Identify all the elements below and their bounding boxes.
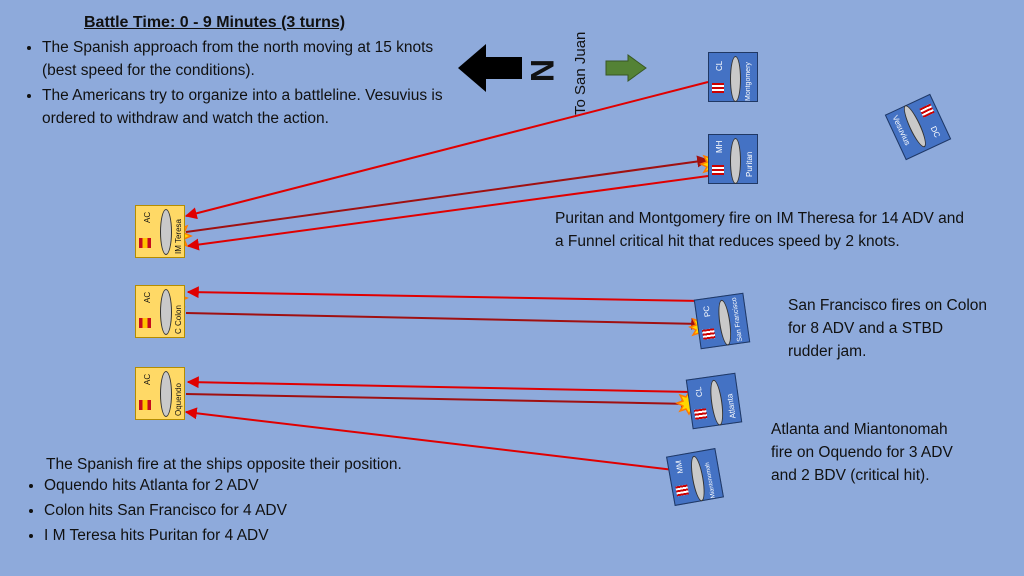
counter-name: Puritan xyxy=(745,151,754,177)
us-flag-icon xyxy=(694,408,708,420)
spanish-fire-item: Oquendo hits Atlanta for 2 ADV xyxy=(44,474,464,497)
counter-type: MM xyxy=(673,459,686,475)
battle-time-title: Battle Time: 0 - 9 Minutes (3 turns) xyxy=(84,14,346,31)
fire-line-puritan-teresa xyxy=(186,175,709,251)
fire-line-sanfrancisco-colon xyxy=(186,286,703,302)
header-bullet: The Spanish approach from the north movi… xyxy=(42,36,452,82)
ship-icon xyxy=(730,56,741,102)
fire-line-oquendo-atlanta xyxy=(185,393,694,410)
san-juan-arrow-icon xyxy=(605,54,647,82)
ship-icon xyxy=(160,209,172,255)
note-atlanta-miantonomah: Atlanta and Miantonomah fire on Oquendo … xyxy=(771,421,953,484)
fire-line-miantonomah-oquendo xyxy=(184,407,675,471)
counter-type: PC xyxy=(701,305,713,318)
counter-name: San Francisco xyxy=(730,296,745,343)
spanish-fire-item: Colon hits San Francisco for 4 ADV xyxy=(44,499,464,522)
counter-type: AC xyxy=(143,291,152,303)
counter-type: CL xyxy=(715,60,724,71)
counter-montgomery[interactable]: CL Montgomery xyxy=(708,52,758,102)
note-san-francisco: San Francisco fires on Colon for 8 ADV a… xyxy=(788,297,988,360)
note-puritan-montgomery: Puritan and Montgomery fire on IM Theres… xyxy=(555,210,964,250)
counter-puritan[interactable]: MH Puritan xyxy=(708,134,758,184)
counter-san-francisco[interactable]: PC San Francisco xyxy=(693,292,751,350)
spanish-fire-item: I M Teresa hits Puritan for 4 ADV xyxy=(44,524,464,547)
counter-type: MH xyxy=(715,140,724,153)
spanish-flag-icon xyxy=(139,238,151,248)
counter-miantonomah[interactable]: MM Miantonomah xyxy=(666,448,724,506)
counter-atlanta[interactable]: CL Atlanta xyxy=(685,372,743,430)
counter-name: Atlanta xyxy=(725,393,738,420)
fire-line-colon-sanfrancisco xyxy=(185,312,704,330)
counter-name: Miantonomah xyxy=(704,461,717,499)
counter-type: DC xyxy=(928,124,942,140)
counter-name: Oquendo xyxy=(174,383,183,416)
counter-name: Montgomery xyxy=(745,62,752,101)
counter-name: C Colon xyxy=(174,305,183,334)
ship-icon xyxy=(730,138,741,184)
us-flag-icon xyxy=(675,484,689,497)
us-flag-icon xyxy=(702,328,716,340)
header-bullet: The Americans try to organize into a bat… xyxy=(42,84,452,130)
north-arrow-icon xyxy=(458,44,522,92)
us-flag-icon xyxy=(712,165,724,175)
counter-c-colon[interactable]: AC C Colon xyxy=(135,285,185,338)
ship-icon xyxy=(716,299,734,347)
spanish-flag-icon xyxy=(139,400,151,410)
spanish-flag-icon xyxy=(139,318,151,328)
fire-line-atlanta-oquendo xyxy=(186,376,693,393)
counter-name: IM Teresa xyxy=(174,219,183,254)
counter-type: CL xyxy=(693,386,705,398)
counter-type: AC xyxy=(143,211,152,223)
us-flag-icon xyxy=(919,103,935,118)
hit-marker-icon xyxy=(159,151,727,416)
spanish-fire-list: Oquendo hits Atlanta for 2 ADV Colon hit… xyxy=(18,474,464,549)
counter-type: AC xyxy=(143,373,152,385)
counter-oquendo[interactable]: AC Oquendo xyxy=(135,367,185,420)
spanish-fire-heading: The Spanish fire at the ships opposite t… xyxy=(46,456,402,473)
us-flag-icon xyxy=(712,83,724,93)
ship-icon xyxy=(160,289,172,335)
header-bullets: The Spanish approach from the north movi… xyxy=(16,36,452,132)
north-label: N xyxy=(524,58,561,83)
fire-line-montgomery-teresa xyxy=(184,81,709,220)
ship-icon xyxy=(160,371,172,417)
fire-line-teresa-puritan xyxy=(185,155,710,233)
ship-icon xyxy=(708,379,726,427)
counter-im-teresa[interactable]: AC IM Teresa xyxy=(135,205,185,258)
to-san-juan-label: To San Juan xyxy=(572,31,589,115)
